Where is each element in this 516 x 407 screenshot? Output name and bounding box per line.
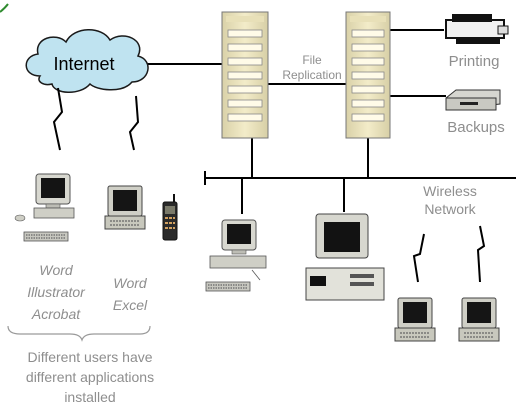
user1-app-1: Word [39, 262, 74, 278]
file-replication-label-2: Replication [282, 68, 341, 82]
server-left [221, 11, 269, 139]
network-connections [140, 29, 516, 214]
user2-app-2: Excel [113, 297, 148, 313]
user2-laptop [104, 185, 146, 230]
file-replication-label-1: File [302, 53, 322, 67]
printing-label: Printing [449, 53, 500, 70]
lan-workstation-1 [205, 219, 267, 292]
server-right [345, 11, 391, 139]
user1-app-2: Illustrator [27, 284, 86, 300]
user1-desktop-computer [14, 173, 75, 242]
check-mark-icon [0, 3, 9, 13]
mobile-phone-icon [162, 194, 178, 241]
wireless-label-2: Network [424, 201, 476, 217]
internet-cloud: Internet [25, 29, 149, 93]
backups-label: Backups [447, 119, 505, 136]
lan-workstation-2 [305, 213, 385, 301]
caption-line-2: different applications [26, 369, 154, 385]
backup-drive-icon [445, 89, 501, 111]
internet-label: Internet [53, 54, 114, 74]
wan-links [52, 87, 486, 283]
caption-line-3: installed [64, 389, 115, 405]
user2-app-1: Word [113, 275, 148, 291]
caption-line-1: Different users have [27, 349, 152, 365]
user1-app-3: Acrobat [31, 306, 81, 322]
wireless-label-1: Wireless [423, 183, 477, 199]
users-bracket [7, 325, 151, 342]
printer-icon [445, 14, 509, 44]
wireless-laptop-2 [458, 297, 500, 342]
wireless-laptop-1 [394, 297, 436, 342]
